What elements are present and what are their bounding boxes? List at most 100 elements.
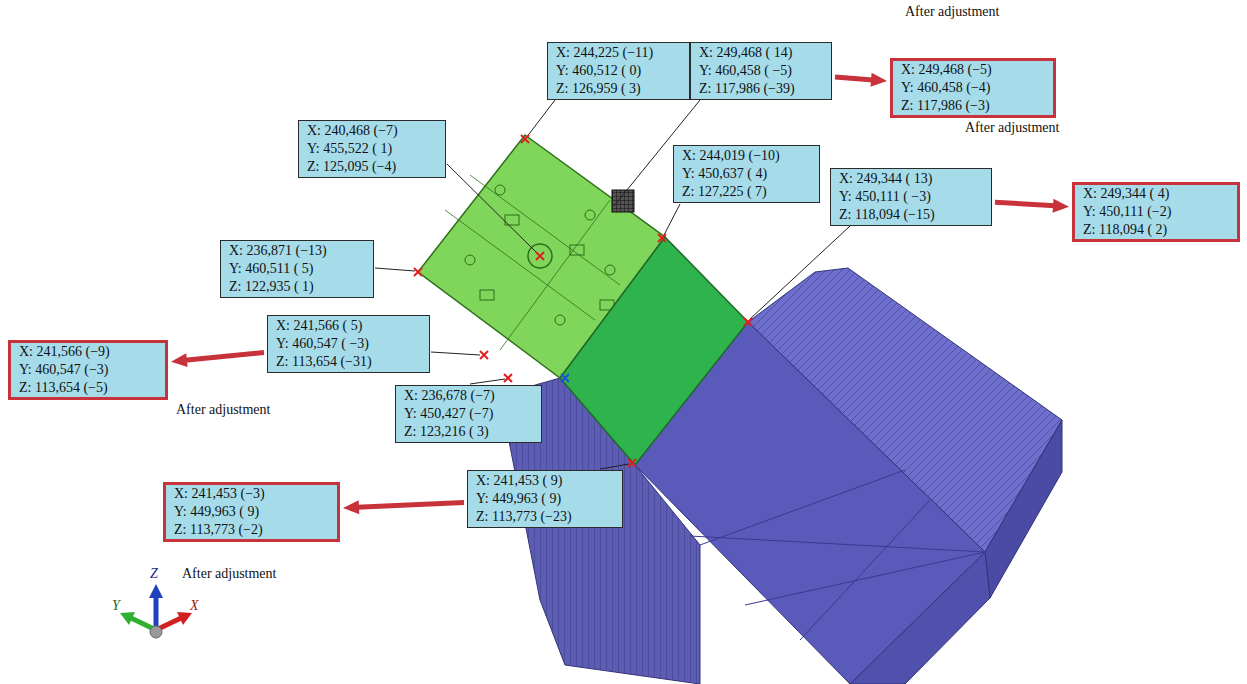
coordinate-text: X: 241,453 (−3) (174, 485, 329, 503)
adjustment-arrow (995, 199, 1069, 213)
model-part (375, 268, 415, 271)
model-part (628, 459, 636, 467)
coordinate-text: Z: 122,935 ( 1) (229, 278, 365, 296)
coordinate-text: X: 241,453 ( 9) (476, 472, 614, 490)
coordinate-text: Y: 460,511 ( 5) (229, 260, 365, 278)
model-part (985, 420, 1062, 598)
model-part (500, 200, 610, 350)
coordinate-text: Z: 123,216 ( 3) (404, 423, 533, 441)
coordinate-text: Z: 125,095 (−4) (307, 158, 437, 176)
arrow-head (1053, 199, 1069, 213)
coordinate-callout: X: 236,871 (−13)Y: 460,511 ( 5)Z: 122,93… (220, 240, 374, 298)
model-part (431, 352, 480, 355)
coordinate-text: Y: 449,963 ( 9) (476, 490, 614, 508)
coordinate-text: Z: 117,986 (−39) (699, 80, 823, 98)
axis-label: Z (150, 566, 158, 582)
model-part (504, 374, 512, 382)
coordinate-text: X: 240,468 (−7) (307, 122, 437, 140)
coordinate-text: Y: 460,458 ( −5) (699, 62, 823, 80)
axis-label: X (190, 598, 199, 614)
coordinate-text: X: 249,344 ( 4) (1083, 185, 1229, 203)
model-part (536, 252, 544, 260)
model-part (150, 626, 162, 638)
coordinate-text: Y: 449,963 ( 9) (174, 503, 329, 521)
coordinate-text: Y: 450,427 (−7) (404, 405, 533, 423)
arrow-shaft (357, 503, 464, 508)
model-part (445, 210, 595, 320)
coordinate-text: Z: 118,094 (−15) (839, 206, 983, 224)
model-part (154, 596, 159, 630)
model-part (177, 612, 192, 625)
coordinate-text: X: 244,019 (−10) (682, 147, 811, 165)
note-label: After adjustment (176, 402, 270, 418)
model-part (745, 552, 985, 605)
coordinate-callout: X: 241,566 ( 5)Y: 460,547 ( −3)Z: 113,65… (267, 315, 430, 373)
coordinate-text: X: 249,468 ( 14) (699, 44, 823, 62)
note-label: After adjustment (905, 4, 999, 20)
adjustment-arrow (171, 352, 264, 367)
model-part (414, 268, 422, 276)
adjustment-arrow (343, 500, 464, 514)
model-part (495, 185, 505, 195)
model-part (521, 135, 529, 143)
adjusted-callout: X: 249,344 ( 4)Y: 450,111 (−2)Z: 118,094… (1072, 182, 1240, 242)
model-part (585, 210, 595, 220)
coordinate-text: Y: 460,547 (−3) (19, 361, 157, 379)
coordinate-callout: X: 249,468 ( 14)Y: 460,458 ( −5)Z: 117,9… (690, 42, 832, 100)
coordinate-callout: X: 244,019 (−10)Y: 450,637 ( 4)Z: 127,22… (673, 145, 820, 203)
coordinate-callout: X: 240,468 (−7)Y: 455,522 ( 1)Z: 125,095… (298, 120, 446, 178)
arrow-shaft (185, 352, 264, 360)
model-part (800, 500, 930, 640)
coordinate-text: Y: 450,111 (−2) (1083, 203, 1229, 221)
axis-label: Y (112, 598, 120, 614)
model-part (470, 175, 620, 285)
model-part (480, 351, 488, 359)
coordinate-callout: X: 236,678 (−7)Y: 450,427 (−7)Z: 123,216… (395, 385, 542, 443)
coordinate-text: Z: 113,773 (−23) (476, 508, 614, 526)
coordinate-text: Y: 460,458 (−4) (901, 79, 1045, 97)
model-part (149, 584, 163, 598)
model-part (744, 318, 752, 326)
coordinate-text: Z: 117,986 (−3) (901, 97, 1045, 115)
arrow-shaft (835, 77, 873, 80)
note-label: After adjustment (182, 566, 276, 582)
arrow-head (871, 73, 888, 87)
arrow-head (171, 353, 188, 367)
adjusted-callout: X: 241,453 (−3)Y: 449,963 ( 9)Z: 113,773… (163, 482, 340, 542)
model-part (750, 226, 850, 319)
adjusted-callout: X: 249,468 (−5)Y: 460,458 (−4)Z: 117,986… (890, 58, 1056, 118)
coordinate-text: X: 249,344 ( 13) (839, 170, 983, 188)
coordinate-text: Y: 450,111 ( −3) (839, 188, 983, 206)
coordinate-text: Z: 113,654 (−31) (276, 353, 421, 371)
arrow-shaft (995, 202, 1055, 206)
coordinate-text: Z: 113,654 (−5) (19, 379, 157, 397)
model-part (700, 470, 905, 545)
model-part (600, 464, 629, 469)
model-part (555, 315, 565, 325)
coordinate-text: X: 236,678 (−7) (404, 387, 533, 405)
adjusted-callout: X: 241,566 (−9)Y: 460,547 (−3)Z: 113,654… (8, 340, 168, 400)
coordinate-callout: X: 244,225 (−11)Y: 460,512 ( 0)Z: 126,95… (547, 42, 690, 100)
adjustment-arrow (835, 73, 887, 87)
model-part (526, 100, 555, 138)
coordinate-text: Z: 118,094 ( 2) (1083, 221, 1229, 239)
model-part (612, 190, 634, 212)
coordinate-text: Z: 127,225 ( 7) (682, 183, 811, 201)
coordinate-callout: X: 241,453 ( 9)Y: 449,963 ( 9)Z: 113,773… (467, 470, 623, 528)
model-part (465, 255, 475, 265)
coordinate-text: X: 249,468 (−5) (901, 61, 1045, 79)
model-part (470, 379, 505, 384)
model-part (658, 234, 666, 242)
coordinate-text: Y: 460,547 ( −3) (276, 335, 421, 353)
coordinate-text: X: 241,566 ( 5) (276, 317, 421, 335)
coordinate-text: X: 236,871 (−13) (229, 242, 365, 260)
coordinate-text: Y: 460,512 ( 0) (556, 62, 681, 80)
model-part (480, 290, 494, 300)
coordinate-text: Y: 455,522 ( 1) (307, 140, 437, 158)
coordinate-text: Z: 113,773 (−2) (174, 521, 329, 539)
model-part (560, 237, 748, 465)
coordinate-text: Y: 450,637 ( 4) (682, 165, 811, 183)
model-part (664, 204, 680, 235)
